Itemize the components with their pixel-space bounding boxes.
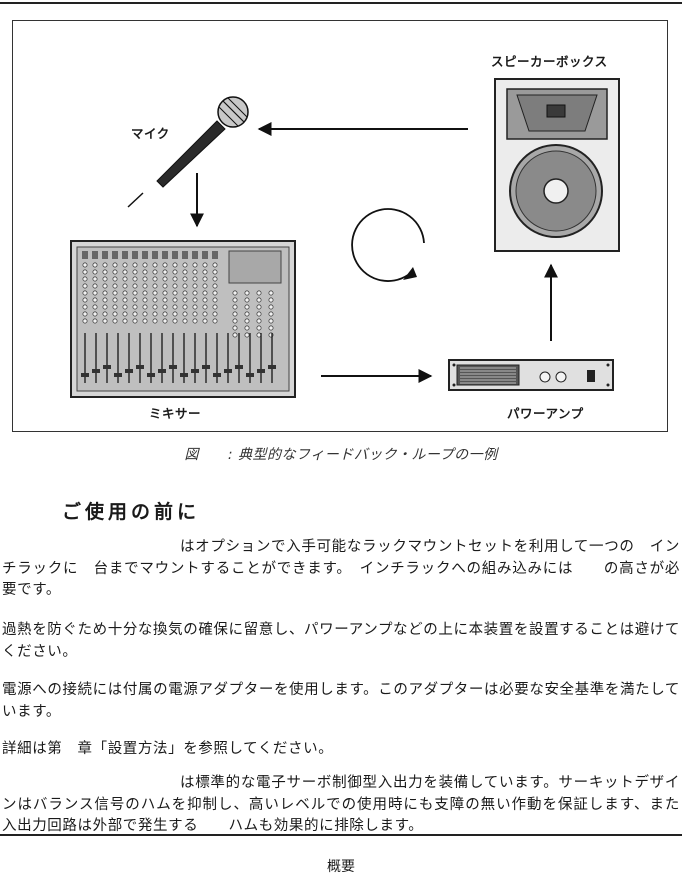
page-footer: 概要 [327,859,355,875]
feedback-loop-icon [351,208,425,282]
feedback-loop-figure: スピーカーボックス マイク ミキサー パワーアンプ [12,20,668,432]
figure-caption: 図 : 典型的なフィードバック・ループの一例 [0,444,682,464]
amp-label: パワーアンプ [507,406,584,421]
bottom-rule [0,834,682,836]
feedback-loop-arrowhead [403,267,417,280]
paragraph-power: 電源への接続には付属の電源アダプターを使用します。このアダプターは必要な安全基準… [2,682,680,720]
microphone-image [127,96,249,208]
mixer-label: ミキサー [149,406,202,421]
mixer-console-image [70,240,296,398]
speaker-box-image [494,78,620,252]
speaker-label: スピーカーボックス [491,54,608,69]
paragraph-rackmount: はオプションで入手可能なラックマウントセットを利用して一つの インチラックに 台… [2,539,680,598]
power-amp-image [448,359,614,391]
section-heading: ご使用の前に [62,501,201,523]
paragraph-ventilation: 過熱を防ぐため十分な換気の確保に留意し、パワーアンプなどの上に本装置を設置するこ… [2,622,680,660]
mic-label: マイク [131,126,170,141]
paragraph-servo-io: は標準的な電子サーボ制御型入出力を装備しています。サーキットデザインはバランス信… [2,775,680,834]
top-rule [0,2,682,4]
paragraph-chapter-ref: 詳細は第 章「設置方法」を参照してください。 [2,741,334,757]
caption-prefix: 図 [184,447,199,463]
feedback-loop-diagram [70,78,620,398]
caption-text: : 典型的なフィードバック・ループの一例 [227,447,498,463]
